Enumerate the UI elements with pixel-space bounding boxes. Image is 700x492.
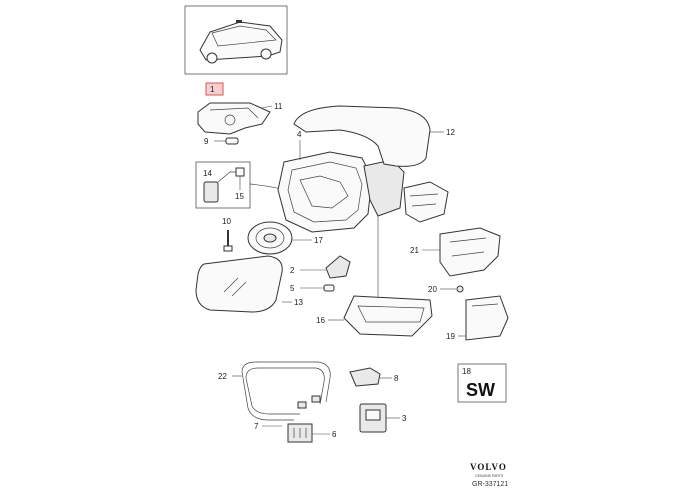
callout-19-label: 19 — [446, 332, 455, 341]
callout-1-box: 1 — [205, 82, 224, 96]
mirror-inner-housing-part — [197, 102, 273, 135]
callout-12-label: 12 — [446, 128, 455, 137]
bracket-2-part — [300, 255, 351, 279]
bulb-9-part — [214, 137, 239, 145]
callout-18-label: 18 — [462, 367, 471, 376]
brand-logo: VOLVO — [470, 462, 507, 472]
vehicle-thumbnail — [184, 5, 288, 75]
callout-2-label: 2 — [290, 266, 295, 275]
wiring-harness-part — [232, 361, 331, 427]
indicator-housing-part — [422, 227, 501, 277]
callout-5-label: 5 — [290, 284, 295, 293]
callout-15-label: 15 — [235, 192, 244, 201]
callout-21-label: 21 — [410, 246, 419, 255]
callout-3-label: 3 — [402, 414, 407, 423]
callout-9-label: 9 — [204, 137, 209, 146]
callout-22-label: 22 — [218, 372, 227, 381]
callout-17-label: 17 — [314, 236, 323, 245]
callout-16-label: 16 — [316, 316, 325, 325]
glass-actuator-part — [247, 221, 312, 255]
callout-11-label: 11 — [274, 102, 283, 111]
callout-10-label: 10 — [222, 217, 231, 226]
variant-code: SW — [466, 380, 495, 400]
connector-8-part — [349, 367, 392, 387]
callout-8-label: 8 — [394, 374, 399, 383]
switch-3-part — [359, 403, 400, 433]
drawing-number: GR-337121 — [472, 481, 508, 488]
brand-block: VOLVO GENUINE PARTS GR-337121 — [470, 462, 508, 488]
callout-14-label: 14 — [203, 169, 212, 178]
callout-7-label: 7 — [254, 422, 259, 431]
callout-13-label: 13 — [294, 298, 303, 307]
mirror-cover-part — [293, 105, 444, 167]
variant-box: 18 SW — [457, 363, 507, 403]
lower-shell-part — [458, 295, 509, 341]
mirror-glass-part — [195, 255, 292, 313]
callout-1-label: 1 — [210, 85, 215, 94]
brand-tagline: GENUINE PARTS — [475, 474, 504, 478]
mirror-frame-part — [277, 140, 373, 233]
screw-10-part — [223, 230, 233, 252]
lower-cover-part — [328, 295, 433, 337]
screw-20-part — [440, 285, 464, 293]
callout-6-label: 6 — [332, 430, 337, 439]
callout-20-label: 20 — [428, 285, 437, 294]
bulb-5-part — [300, 284, 335, 292]
callout-4-label: 4 — [297, 130, 302, 139]
connector-6-part — [287, 423, 330, 443]
motor-assembly-box — [195, 161, 251, 209]
